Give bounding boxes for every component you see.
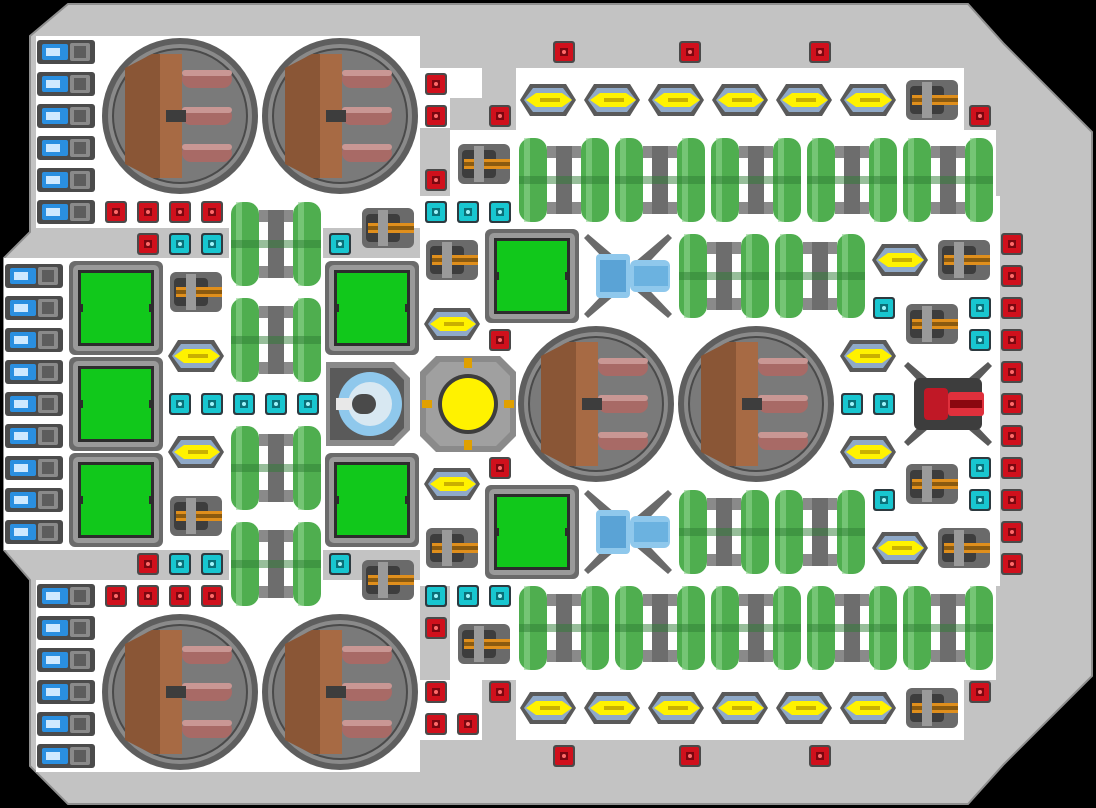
core-icon — [420, 356, 516, 452]
cockpit-icon — [326, 362, 410, 446]
thrusters-mid-left — [5, 264, 63, 544]
